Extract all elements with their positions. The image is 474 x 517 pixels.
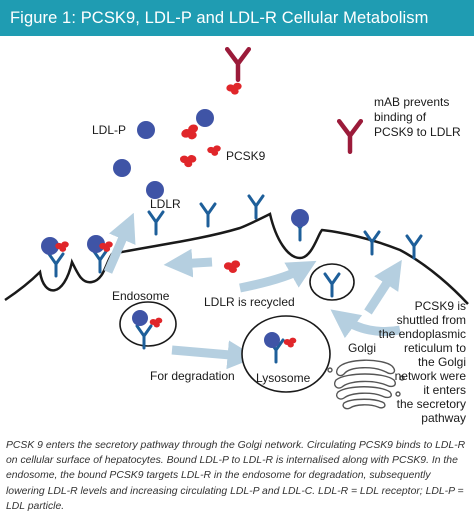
ldl-particle [41,237,59,255]
recycle-arrow [239,260,317,293]
label-ldl-p: LDL-P [92,123,126,137]
ldl-particle [264,332,280,348]
internalisation-arrow [163,248,213,278]
ldl-particle [132,310,148,326]
label-for-degradation: For degradation [150,369,235,383]
ldl-receptor [47,252,65,278]
ldl-receptor [147,210,165,236]
ldl-particle [146,181,164,199]
degradation-arrow [171,340,257,370]
label-ldlr: LDLR [150,197,181,211]
figure-caption: PCSK 9 enters the secretory pathway thro… [6,440,466,512]
secretion-arrow [103,212,136,274]
label-mab-line2: binding of [374,110,427,124]
ldl-particle [87,235,105,253]
golgi-apparatus [327,359,405,410]
svg-text:the secretory: the secretory [397,397,466,411]
label-ldlr-recycled: LDLR is recycled [204,295,295,309]
lysosome [241,315,331,393]
pcsk9-molecule [207,145,221,156]
svg-text:the endoplasmic: the endoplasmic [379,327,466,341]
pcsk9-molecule [179,123,202,143]
pcsk9-molecule [178,153,197,169]
label-pcsk9: PCSK9 [226,149,266,163]
label-endosome: Endosome [112,289,170,303]
label-pcsk9-shuttled: PCSK9 is shuttled from the endoplasmic r… [379,299,467,425]
label-golgi: Golgi [348,341,376,355]
svg-text:pathway: pathway [421,411,466,425]
pcsk9-molecule [226,82,242,95]
svg-text:PCSK9 is: PCSK9 is [415,299,466,313]
golgi-to-membrane-arrow [364,259,402,315]
svg-text:shuttled from: shuttled from [397,313,466,327]
ldl-receptor [247,194,265,220]
svg-text:it enters: it enters [423,383,466,397]
monoclonal-antibody [339,121,361,152]
ldl-particle [137,121,155,139]
figure-title: Figure 1: PCSK9, LDL-P and LDL-R Cellula… [0,0,474,36]
svg-text:reticulum to: reticulum to [404,341,466,355]
svg-text:network were: network were [395,369,467,383]
er-to-golgi-arrow [330,309,401,339]
label-mab-line1: mAB prevents [374,95,449,109]
svg-text:the Golgi: the Golgi [418,355,466,369]
label-lysosome: Lysosome [256,371,311,385]
ldl-particle [113,159,131,177]
cell-membrane [4,212,469,305]
label-mab-line3: PCSK9 to LDLR [374,125,461,139]
endosome [119,301,177,347]
pcsk9-metabolism-diagram: LDL-P PCSK9 LDLR mAB prevents binding of… [4,36,469,425]
monoclonal-antibody [227,49,249,80]
ldl-particle [196,109,214,127]
ldl-receptor [199,202,217,228]
pcsk9-molecule [223,260,241,274]
ldl-particle [291,209,309,227]
